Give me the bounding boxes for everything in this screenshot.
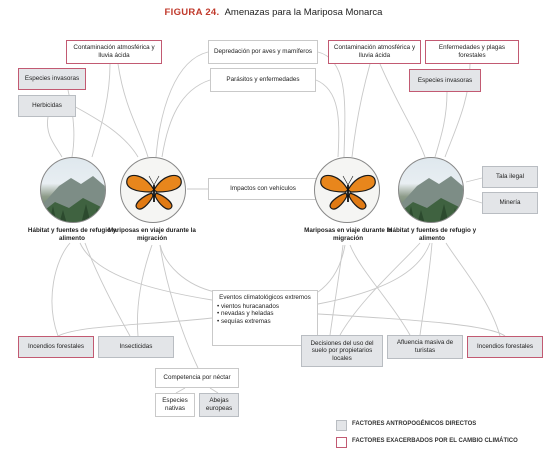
right-incendios-box: Incendios forestales [467, 336, 543, 358]
right-invasoras-box: Especies invasoras [409, 69, 481, 92]
herbicidas-box: Herbicidas [18, 95, 76, 117]
left-habitat-caption: Hábitat y fuentes de refugio y alimento [27, 227, 117, 242]
impactos-label: Impactos con vehículos [230, 185, 296, 193]
insecticidas-label: Insecticidas [119, 343, 153, 351]
right-butterfly-image [314, 157, 380, 223]
figure-title: FIGURA 24. Amenazas para la Mariposa Mon… [0, 7, 547, 18]
right-incendios-label: Incendios forestales [476, 343, 533, 351]
right-habitat-image [398, 157, 464, 223]
link-contaminacion-habitat [91, 63, 111, 158]
eventos-item: • sequías extremas [217, 317, 271, 325]
eventos-item: • nevadas y heladas [217, 310, 274, 318]
link-competencia-abejas [209, 387, 219, 394]
link-herbicidas-habitat [47, 116, 63, 158]
afluencia-box: Afluencia masiva de turistas [387, 335, 463, 359]
right-invasoras-label: Especies invasoras [417, 76, 473, 84]
abejas-box: Abejas europeas [199, 393, 239, 417]
impactos-box: Impactos con vehículos [208, 178, 318, 200]
link-r-contaminacion-butterfly [351, 63, 371, 158]
figure-title-text: Amenazas para la Mariposa Monarca [224, 7, 383, 18]
link-contaminacion-butterfly [117, 63, 149, 158]
eventos-item: • vientos huracanados [217, 302, 280, 310]
right-mariposas-caption: Mariposas en viaje durante la migración [304, 227, 392, 242]
link-decisiones-habitat [339, 242, 421, 336]
link-eventos-butterfly-left [159, 244, 216, 293]
left-contaminacion-box: Contaminación atmosférica y lluvia ácida [66, 40, 162, 64]
abejas-label: Abejas europeas [205, 397, 233, 412]
eventos-heading: Eventos climatológicos extremos [219, 294, 311, 301]
link-eventos-butterfly-right [317, 244, 346, 293]
decisiones-label: Decisiones del uso del suelo por propiet… [310, 339, 374, 362]
link-parasitos-right [315, 79, 340, 158]
left-invasoras-label: Especies invasoras [24, 75, 80, 83]
link-parasitos-left [161, 79, 211, 158]
left-mariposas-caption: Mariposas en viaje durante la migración [108, 227, 196, 242]
left-butterfly-image [120, 157, 186, 223]
mineria-box: Minería [482, 192, 538, 214]
link-afluencia-butterfly [349, 244, 411, 336]
left-habitat-image [40, 157, 106, 223]
link-depredacion-left [155, 51, 209, 158]
link-competencia-nativas [175, 387, 186, 394]
link-competencia-butterfly [159, 244, 199, 369]
left-contaminacion-label: Contaminación atmosférica y lluvia ácida [73, 44, 155, 59]
link-depredacion-right [317, 51, 346, 158]
link-incendios-r-habitat [445, 242, 501, 337]
right-habitat-caption: Hábitat y fuentes de refugio y alimento [387, 227, 477, 242]
left-invasoras-box: Especies invasoras [18, 68, 86, 90]
afluencia-label: Afluencia masiva de turistas [396, 339, 454, 354]
depredacion-label: Depredación por aves y mamíferos [214, 48, 312, 56]
eventos-box: Eventos climatológicos extremos • viento… [212, 290, 318, 346]
link-eventos-habitat-left [79, 242, 213, 301]
right-contaminacion-box: Contaminación atmosférica y lluvia ácida [328, 40, 421, 64]
tala-label: Tala ilegal [495, 173, 524, 181]
legend-climate-label: FACTORES EXACERBADOS POR EL CAMBIO CLIMÁ… [352, 438, 518, 444]
especies-nativas-label: Especies nativas [162, 397, 188, 412]
especies-nativas-box: Especies nativas [155, 393, 195, 417]
enfermedades-box: Enfermedades y plagas forestales [425, 40, 519, 64]
mountain-forest-icon [41, 176, 105, 222]
right-contaminacion-label: Contaminación atmosférica y lluvia ácida [333, 44, 416, 59]
herbicidas-label: Herbicidas [32, 102, 62, 110]
link-eventos-incendios-left [57, 317, 213, 337]
monarch-butterfly-icon [126, 174, 182, 210]
mineria-label: Minería [499, 199, 521, 207]
link-incendios-habitat [51, 242, 71, 337]
left-incendios-box: Incendios forestales [18, 336, 94, 358]
parasitos-box: Parásitos y enfermedades [210, 68, 316, 92]
link-tala-habitat [465, 177, 483, 183]
monarch-butterfly-icon [320, 174, 376, 210]
tala-box: Tala ilegal [482, 166, 538, 188]
link-herbicidas-butterfly [69, 103, 139, 158]
link-insecticidas-habitat [84, 242, 131, 337]
decisiones-box: Decisiones del uso del suelo por propiet… [301, 335, 383, 367]
parasitos-label: Parásitos y enfermedades [226, 76, 300, 84]
link-eventos-habitat-right [317, 242, 431, 305]
depredacion-box: Depredación por aves y mamíferos [208, 40, 318, 64]
legend-climate-swatch [336, 437, 347, 448]
legend-direct-swatch [336, 420, 347, 431]
figure-number: FIGURA 24. [164, 7, 220, 18]
competencia-label: Competencia por néctar [163, 374, 231, 382]
link-mineria-habitat [465, 197, 483, 204]
left-incendios-label: Incendios forestales [27, 343, 84, 351]
link-r-invasoras-habitat [434, 91, 448, 158]
insecticidas-box: Insecticidas [98, 336, 174, 358]
link-r-contaminacion-habitat [379, 63, 426, 158]
legend-direct-label: FACTORES ANTROPOGÉNICOS DIRECTOS [352, 421, 477, 427]
link-afluencia-habitat [419, 242, 433, 336]
enfermedades-label: Enfermedades y plagas forestales [438, 44, 506, 59]
competencia-box: Competencia por néctar [155, 368, 239, 388]
link-decisiones-butterfly [329, 244, 344, 336]
